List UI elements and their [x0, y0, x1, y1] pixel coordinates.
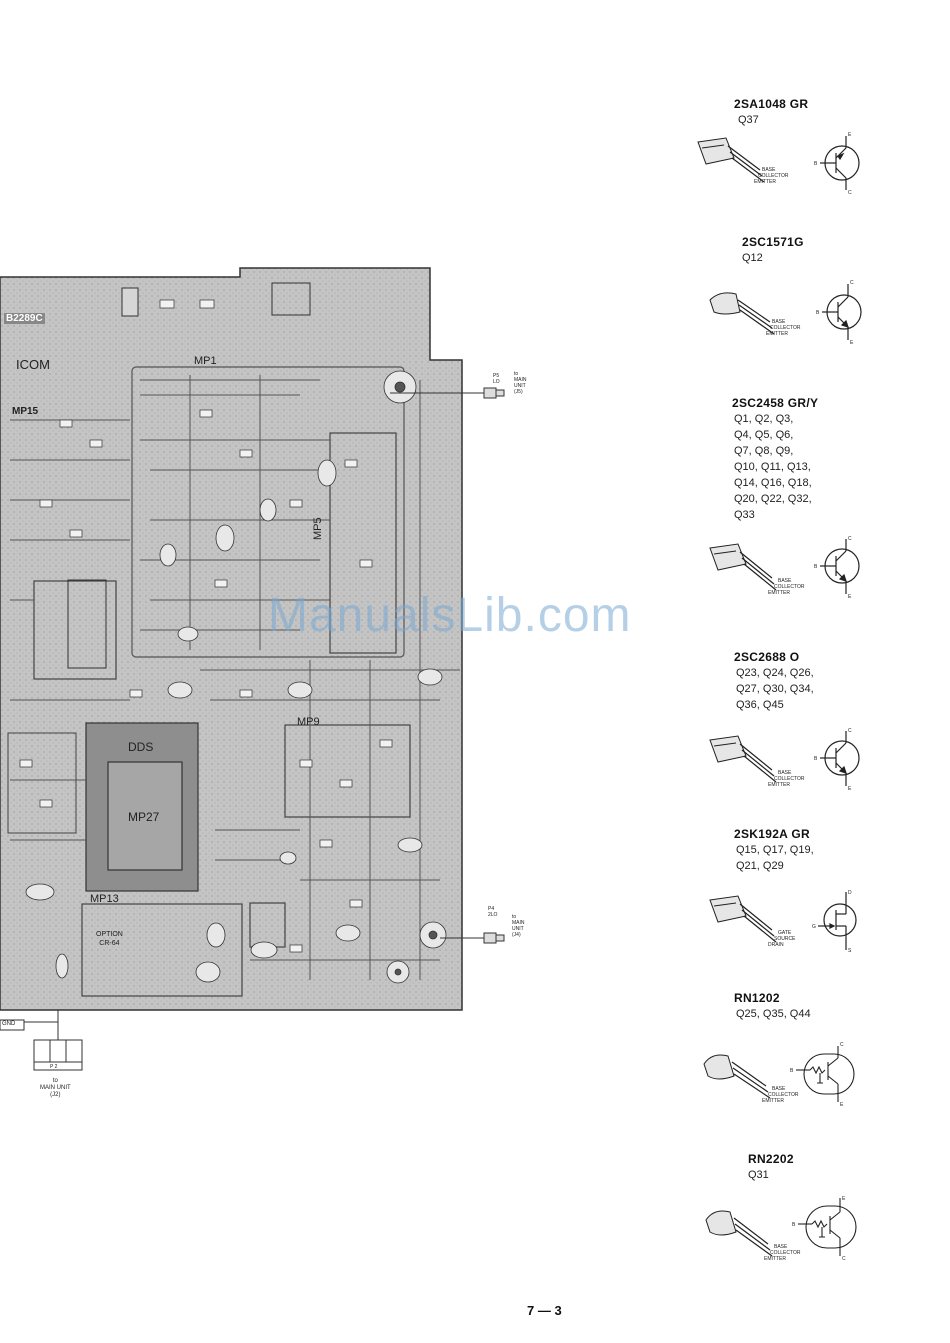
svg-text:E: E — [850, 340, 854, 346]
pin-label-collector: COLLECTOR — [770, 325, 801, 331]
transistor-part-number: 2SC1571G — [742, 235, 804, 249]
transistor-part-number: 2SC2688 O — [734, 650, 800, 664]
pin-label-base: BASE — [772, 319, 786, 325]
p2-connector-label: P 2 — [50, 1064, 58, 1070]
module-label-mp13: MP13 — [90, 893, 119, 905]
svg-text:B: B — [790, 1068, 794, 1074]
svg-text:B: B — [816, 310, 820, 316]
pin-label-base: BASE — [778, 578, 792, 584]
transistor-reference-list: Q1, Q2, Q3,Q4, Q5, Q6,Q7, Q8, Q9,Q10, Q1… — [734, 413, 812, 521]
transistor-reference-list: Q23, Q24, Q26,Q27, Q30, Q34,Q36, Q45 — [736, 667, 814, 711]
pin-label-gate: GATE — [778, 930, 792, 936]
transistor-part-number: 2SK192A GR — [734, 827, 810, 841]
module-label-mp5: MP5 — [312, 517, 324, 540]
svg-text:E: E — [848, 786, 852, 792]
pin-label-collector: COLLECTOR — [768, 1092, 799, 1098]
module-label-dds: DDS — [128, 740, 154, 754]
pin-label-source: SOURCE — [774, 936, 796, 942]
transistor-reference-list: Q25, Q35, Q44 — [736, 1008, 811, 1020]
module-label-mp9: MP9 — [297, 716, 320, 728]
pin-label-collector: COLLECTOR — [774, 584, 805, 590]
svg-text:E: E — [842, 1196, 846, 1202]
pin-label-emitter: EMITTER — [766, 331, 788, 337]
svg-text:C: C — [842, 1256, 846, 1262]
svg-text:E: E — [848, 594, 852, 600]
svg-text:D: D — [848, 890, 852, 896]
pin-label-collector: COLLECTOR — [758, 173, 789, 179]
transistor-reference-list: Q31 — [748, 1169, 769, 1181]
page-number: 7 — 3 — [527, 1303, 562, 1318]
pin-label-collector: COLLECTOR — [774, 776, 805, 782]
svg-text:C: C — [840, 1042, 844, 1048]
transistor-part-number: 2SC2458 GR/Y — [732, 396, 819, 410]
svg-text:B: B — [792, 1222, 796, 1228]
svg-text:C: C — [848, 536, 852, 542]
pin-label-emitter: EMITTER — [762, 1098, 784, 1104]
pin-label-base: BASE — [778, 770, 792, 776]
brand-logo-text: ICOM — [16, 357, 50, 372]
pin-label-emitter: EMITTER — [764, 1256, 786, 1262]
transistor-reference-list: Q15, Q17, Q19,Q21, Q29 — [736, 844, 814, 872]
pin-label-emitter: EMITTER — [768, 782, 790, 788]
gnd-label: GND — [2, 1021, 16, 1027]
pin-label-collector: COLLECTOR — [770, 1250, 801, 1256]
svg-text:B: B — [814, 564, 818, 570]
transistor-part-number: RN2202 — [748, 1152, 794, 1166]
board-code: B2289C — [4, 313, 45, 324]
module-label-mp27: MP27 — [128, 810, 160, 824]
transistor-reference-list: Q12 — [742, 252, 763, 264]
module-label-mp15: MP15 — [12, 406, 39, 417]
transistor-part-number: 2SA1048 GR — [734, 97, 809, 111]
watermark-text: ManualsLib.com — [268, 589, 632, 642]
svg-text:B: B — [814, 756, 818, 762]
svg-text:E: E — [848, 132, 852, 138]
svg-text:S: S — [848, 948, 852, 954]
pin-label-emitter: EMITTER — [754, 179, 776, 185]
transistor-reference-list: Q37 — [738, 114, 759, 126]
svg-text:C: C — [848, 190, 852, 196]
svg-text:E: E — [840, 1102, 844, 1108]
pin-label-drain: DRAIN — [768, 942, 784, 948]
svg-text:G: G — [812, 924, 816, 930]
transistor-part-number: RN1202 — [734, 991, 780, 1005]
pin-label-emitter: EMITTER — [768, 590, 790, 596]
module-label-mp1: MP1 — [194, 355, 217, 367]
svg-text:C: C — [850, 280, 854, 286]
svg-text:C: C — [848, 728, 852, 734]
pin-label-base: BASE — [774, 1244, 788, 1250]
svg-text:B: B — [814, 161, 818, 167]
pin-label-base: BASE — [762, 167, 776, 173]
pin-label-base: BASE — [772, 1086, 786, 1092]
